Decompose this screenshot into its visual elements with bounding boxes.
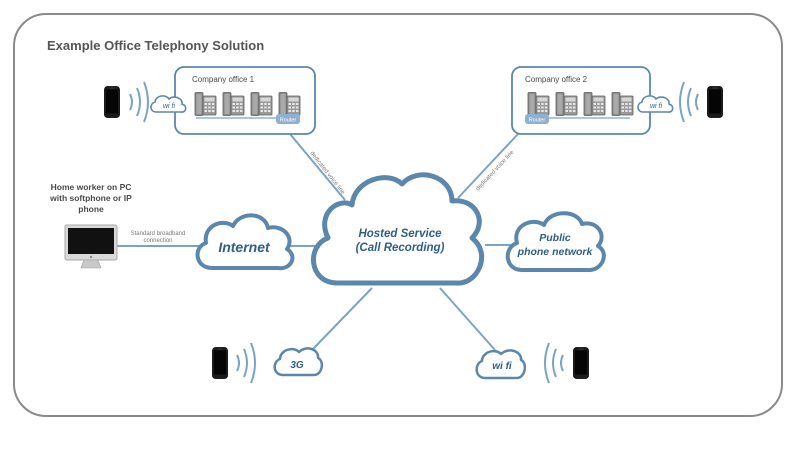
mobile-phone-icon [707,86,723,118]
public-network-label-line2: phone network [517,246,594,258]
desk-phone-icon [222,92,245,116]
home-worker: Home worker on PC with softphone or IP p… [49,182,132,269]
desk-phone-icon [278,92,301,116]
hosted-service-label-line1: Hosted Service [358,228,442,240]
broadband-label-line2: connection [143,238,172,244]
home-worker-label-line1: Home worker on PC [51,182,132,192]
office1-connection-line [289,133,346,201]
desk-phone-icon [194,92,217,116]
desk-phone-icon [611,92,634,116]
office-1-router [276,114,300,124]
diagram-title: Example Office Telephony Solution [47,38,264,53]
office-1-wifi-label: wi fi [163,103,176,110]
office-2-router [525,114,549,124]
mobile-wifi-label: wi fi [492,361,512,372]
company-office-2: Company office 2 Router wi fi [511,66,674,135]
wireless-waves-icon [679,81,699,123]
desk-phone-icon [583,92,606,116]
public-network-label-line1: Public [539,232,571,244]
mobile-3g-cloud: 3G [273,347,324,377]
desk-phone-icon [555,92,578,116]
desk-phone-icon [250,92,273,116]
desk-phone-icon [527,92,550,116]
mobile-wifi-connection-line [439,287,496,351]
office-1-wifi-cloud [150,95,187,113]
internet-cloud: Internet [195,213,295,271]
company-office-1: Company office 1 Router wi fi [150,66,316,135]
office-1-label: Company office 1 [192,75,255,84]
mobile-phone-icon [104,86,120,118]
mobile-3g-label: 3G [290,360,304,371]
office-2-wifi-label: wi fi [650,103,663,110]
home-worker-label-line2: with softphone or IP [49,193,132,203]
office2-connection-line [457,133,519,199]
office-1-router-label: Router [280,118,297,124]
mobile-wifi-cloud: wi fi [475,349,527,380]
mobile-3g-connection-line [311,287,373,351]
office-2-router-label: Router [529,118,546,124]
internet-label: Internet [218,239,271,255]
mobile-phone-icon [573,347,589,379]
hosted-service-cloud: Hosted Service (Call Recording) [311,172,485,286]
wireless-waves-icon [129,81,149,123]
mobile-phone-icon [212,347,228,379]
wireless-waves-icon [236,342,256,384]
office-2-wifi-cloud [637,95,674,113]
public-network-cloud: Public phone network [505,211,606,272]
wireless-waves-icon [544,342,564,384]
broadband-label-line1: Standard broadband [131,231,186,237]
connection-lines [116,133,519,351]
desktop-computer-icon [64,224,118,269]
home-worker-label-line3: phone [78,204,104,214]
hosted-service-label-line2: (Call Recording) [356,242,445,254]
office-2-label: Company office 2 [525,75,588,84]
